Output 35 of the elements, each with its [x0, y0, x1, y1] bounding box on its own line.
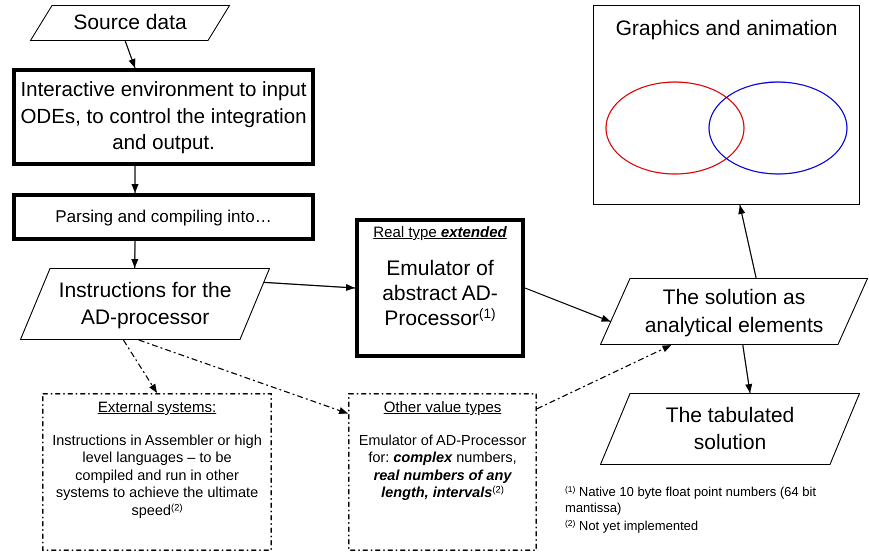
footnote: $^{(2)}$ Not yet implemented	[565, 518, 700, 534]
arrow	[524, 287, 611, 322]
process-box	[12, 193, 315, 241]
box-text: Parsing and compiling into…	[55, 206, 272, 228]
box-text: The solution as analytical elements	[644, 285, 824, 338]
data-parallelogram	[600, 278, 868, 345]
arrow	[138, 339, 348, 414]
process-box	[593, 5, 860, 205]
arrow	[742, 344, 752, 394]
box-text: The tabulated solution	[664, 402, 796, 456]
box-text: Instructions for the AD-processor	[58, 278, 232, 331]
arrow	[264, 282, 356, 292]
arrow	[738, 204, 757, 278]
box-heading: Other value types	[384, 399, 502, 417]
box-heading: External systems:	[98, 399, 216, 417]
process-box	[12, 68, 315, 166]
arrow	[131, 166, 139, 193]
dashed-box	[348, 393, 537, 551]
data-parallelogram	[30, 5, 230, 41]
box-text: Interactive environment to input ODEs, to control the integration and output.	[19, 77, 308, 156]
box-text: Emulator of AD-Processor for: complex numbers, real numbers of any length, intervals$^{(2)}$	[358, 433, 528, 503]
box-text: Graphics and animation	[616, 16, 838, 42]
process-box	[355, 218, 525, 358]
arrow	[536, 344, 672, 410]
arrow	[124, 40, 136, 68]
box-heading: Real type extended	[373, 224, 507, 242]
arrow	[122, 340, 158, 394]
arrow	[131, 241, 138, 268]
box-text: Emulator of abstract AD-Processor$^{(1)}$	[381, 256, 499, 332]
data-parallelogram	[600, 393, 860, 465]
box-text: Instructions in Assembler or high level languages – to be compiled and run in other systems to achieve the ultimate speed$^{(2)}$	[51, 433, 263, 520]
dashed-box	[42, 393, 272, 551]
footnote: $^{(1)}$ Native 10 byte float point numbers (64 bit mantissa)	[565, 484, 817, 516]
box-text: Source data	[73, 10, 187, 36]
data-parallelogram	[20, 268, 270, 340]
